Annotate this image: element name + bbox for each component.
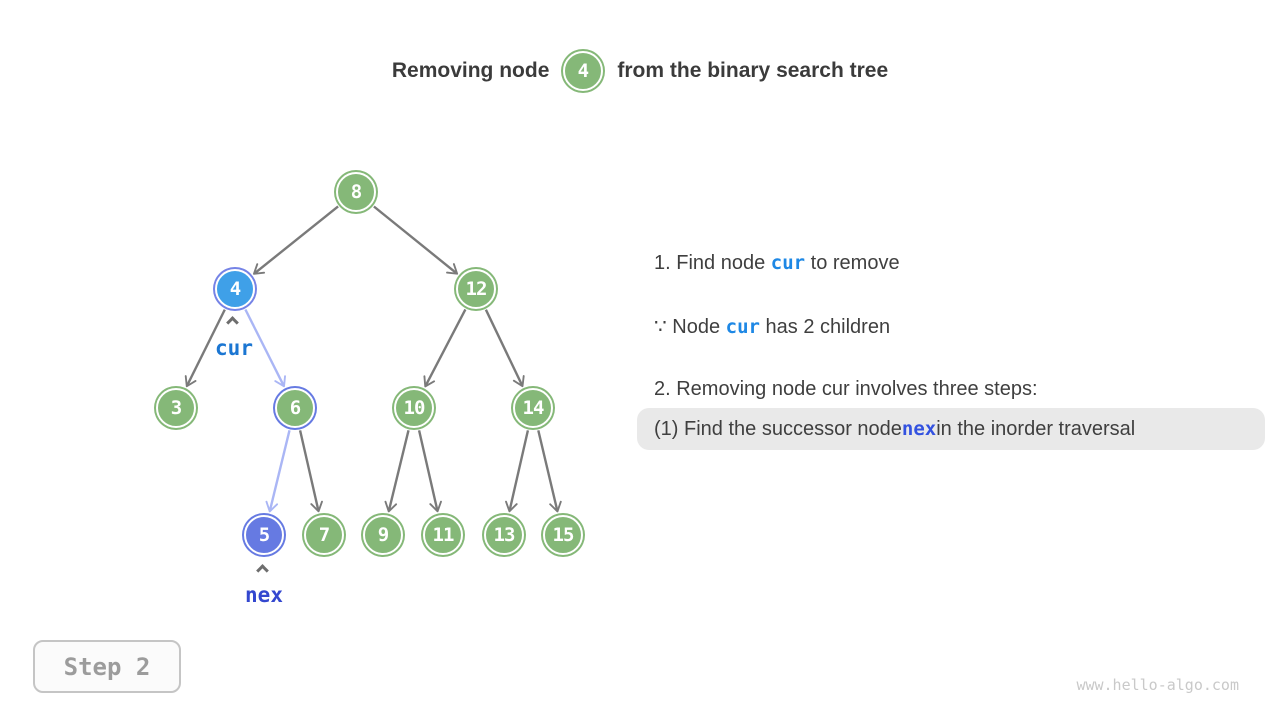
tree-node-9: 9 [363,515,403,555]
page-title: Removing node 4 from the binary search t… [0,51,1280,91]
keyword-cur: cur [770,252,806,274]
watermark: www.hello-algo.com [1076,676,1239,694]
tree-node-4: 4 [215,269,255,309]
pointer-caret-nex [256,564,269,577]
edge-4-3 [184,309,226,388]
text-segment: in the inorder traversal [936,417,1136,440]
title-suffix: from the binary search tree [617,59,889,82]
title-node-4: 4 [563,51,604,91]
edge-12-10 [423,308,467,388]
tree-node-14: 14 [513,388,553,428]
edge-4-6 [244,308,286,388]
text-segment: 1. Find node [654,252,771,274]
pointer-label-nex: nex [245,583,283,607]
edge-6-5 [265,430,291,513]
edge-14-13 [505,430,530,513]
edge-8-4 [253,205,339,275]
tree-node-6: 6 [275,388,315,428]
tree-node-13: 13 [484,515,524,555]
pointer-caret-cur [226,316,239,329]
tree-node-8: 8 [336,172,376,212]
highlight-pill: (1) Find the successor node nex in the i… [637,408,1265,450]
title-prefix: Removing node [391,59,550,82]
tree-node-15: 15 [543,515,583,555]
tree-node-12: 12 [456,269,496,309]
step-badge: Step 2 [33,640,181,693]
edge-12-14 [484,309,525,388]
tree-node-10: 10 [394,388,434,428]
edge-10-11 [417,430,442,513]
text-segment: ∵ Node [654,316,726,338]
edge-6-7 [298,430,323,513]
text-segment: has 2 children [759,316,891,338]
keyword-cur: cur [725,316,760,338]
panel-line-3: 2. Removing node cur involves three step… [654,378,1038,400]
tree-node-11: 11 [423,515,463,555]
tree-node-5: 5 [244,515,284,555]
edge-10-9 [384,430,410,513]
title-node-value: 4 [577,60,590,82]
tree-node-3: 3 [156,388,196,428]
tree-node-7: 7 [304,515,344,555]
text-segment: (1) Find the successor node [654,417,902,440]
panel-line-2: ∵ Node cur has 2 children [654,314,890,339]
edge-8-12 [373,205,459,275]
edge-14-15 [537,430,562,513]
text-segment: to remove [805,252,900,274]
pointer-label-cur: cur [215,336,253,360]
panel-line-1: 1. Find node cur to remove [654,252,900,275]
keyword-nex: nex [901,418,937,440]
